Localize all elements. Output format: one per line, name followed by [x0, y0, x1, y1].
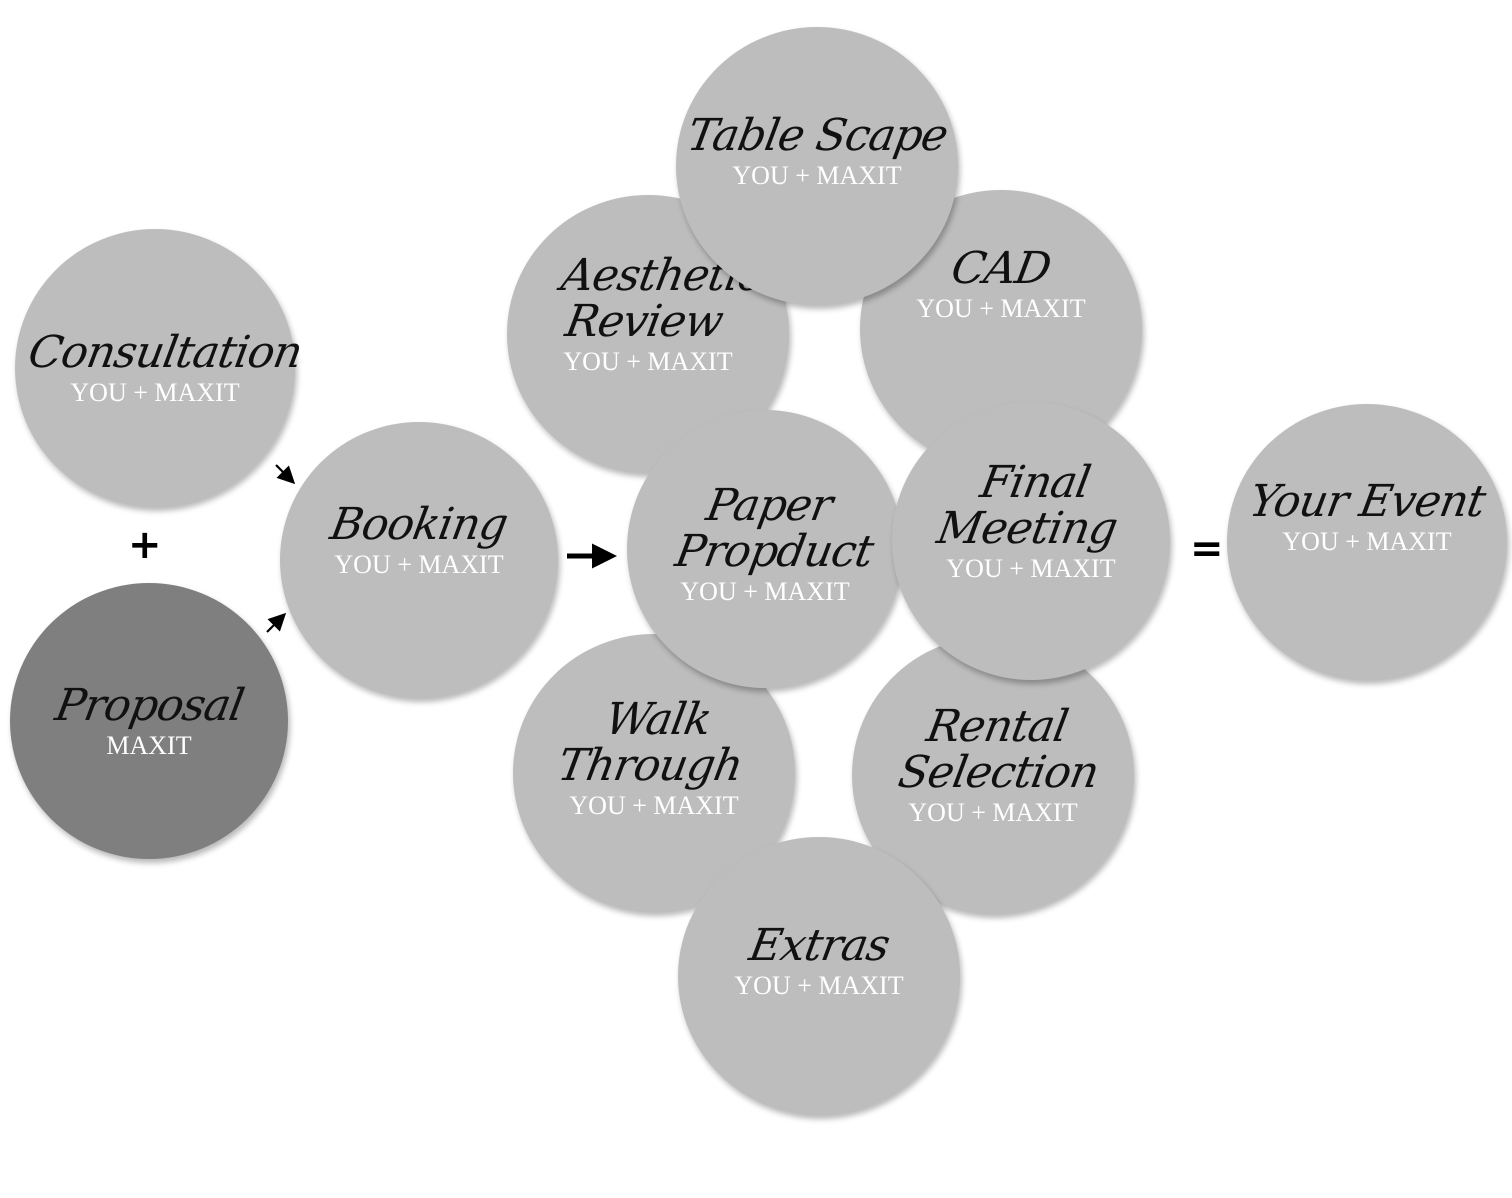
node-subtitle: YOU + MAXIT — [70, 378, 240, 408]
node-title: Booking — [326, 498, 512, 550]
node-title: Final Meeting — [933, 456, 1121, 554]
node-title: Proposal — [51, 679, 247, 731]
node-title: Rental Selection — [894, 700, 1103, 798]
node-subtitle: YOU + MAXIT — [908, 798, 1078, 828]
node-final-meeting: Final Meeting YOU + MAXIT — [892, 402, 1170, 680]
arrow-proposal-to-booking — [266, 612, 287, 633]
node-subtitle: YOU + MAXIT — [563, 347, 733, 377]
equals-symbol: = — [1190, 526, 1224, 572]
arrow-consultation-to-booking — [275, 464, 296, 485]
node-subtitle: YOU + MAXIT — [334, 550, 504, 580]
node-subtitle: YOU + MAXIT — [1282, 527, 1452, 557]
node-subtitle: YOU + MAXIT — [734, 971, 904, 1001]
node-booking: Booking YOU + MAXIT — [280, 422, 558, 698]
node-title: Paper Propduct — [671, 479, 877, 577]
node-title: Consultation — [24, 326, 306, 378]
node-proposal: Proposal MAXIT — [10, 583, 288, 859]
node-title: Extras — [745, 919, 893, 971]
node-title: Walk Through — [554, 693, 747, 791]
node-subtitle: YOU + MAXIT — [732, 161, 902, 191]
node-title: Aesthetic Review — [557, 249, 767, 347]
node-subtitle: YOU + MAXIT — [916, 294, 1086, 324]
node-your-event: Your Event YOU + MAXIT — [1227, 404, 1507, 680]
node-consultation: Consultation YOU + MAXIT — [15, 229, 306, 507]
node-subtitle: MAXIT — [106, 731, 192, 761]
node-title: Your Event — [1245, 475, 1489, 527]
node-subtitle: YOU + MAXIT — [569, 791, 739, 821]
plus-symbol: + — [128, 522, 162, 568]
node-extras: Extras YOU + MAXIT — [678, 837, 960, 1115]
node-title: Table Scape — [683, 109, 951, 161]
node-table-scape: Table Scape YOU + MAXIT — [676, 27, 958, 305]
node-subtitle: YOU + MAXIT — [946, 554, 1116, 584]
node-subtitle: YOU + MAXIT — [680, 577, 850, 607]
node-paper-product: Paper Propduct YOU + MAXIT — [627, 410, 903, 688]
node-title: CAD — [947, 242, 1055, 294]
